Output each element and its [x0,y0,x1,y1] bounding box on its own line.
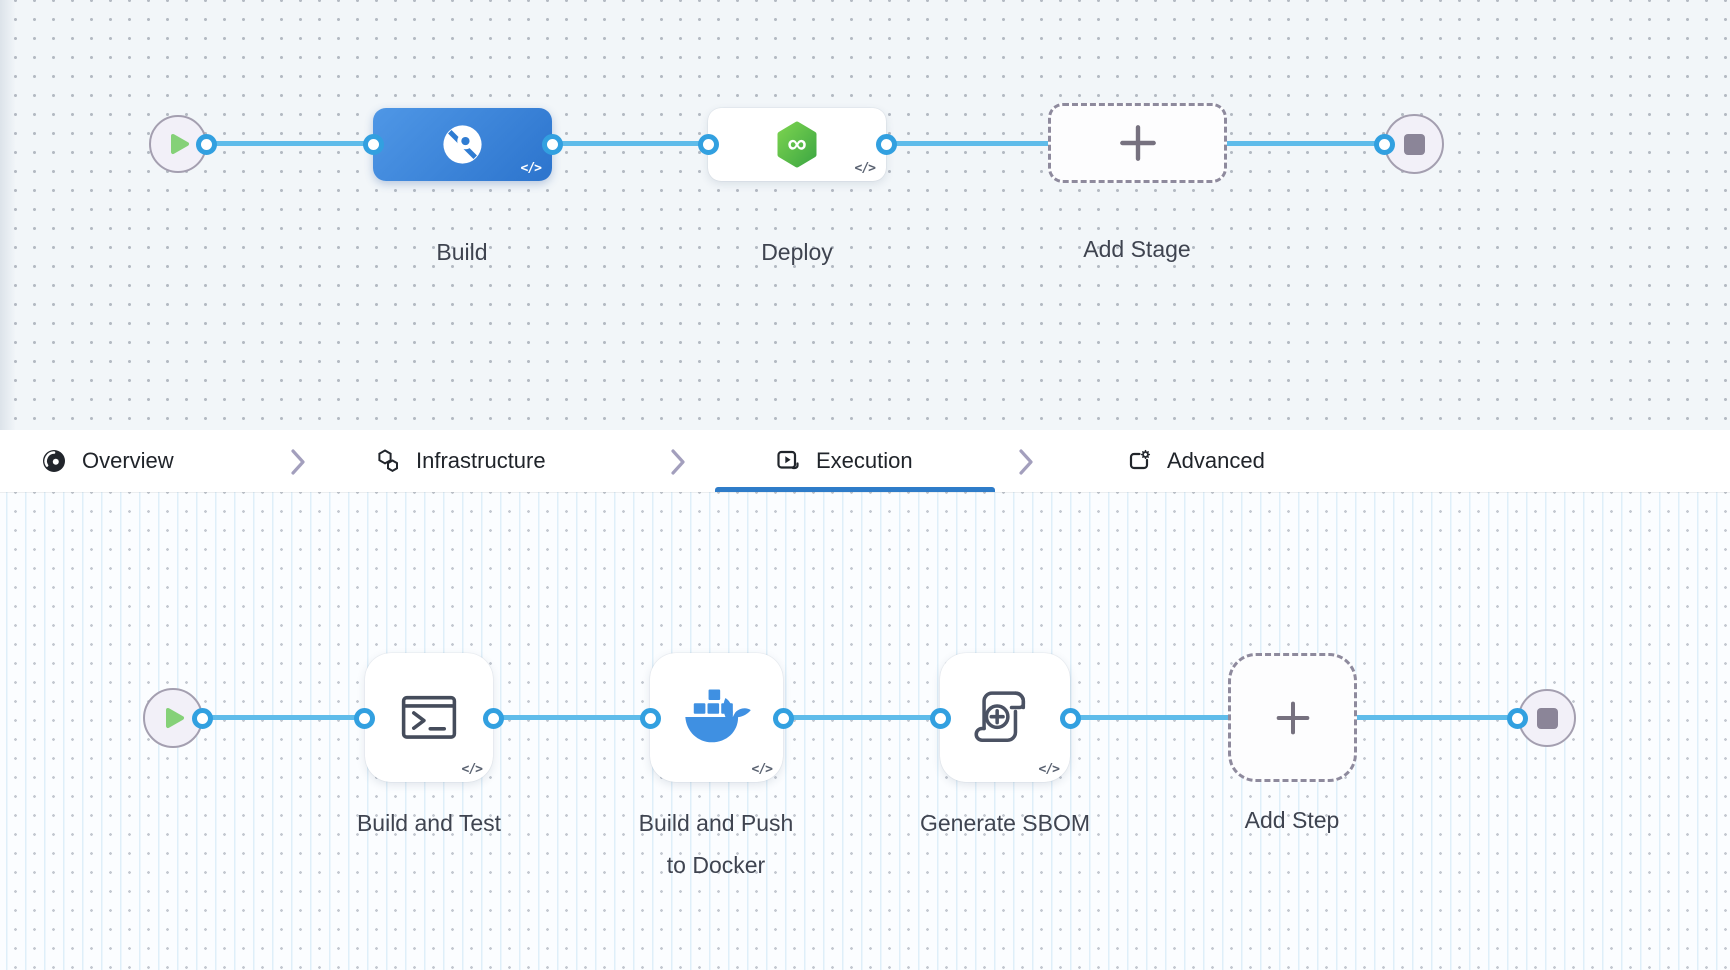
overview-icon [41,448,67,474]
connector-line [206,141,373,146]
port-start-out[interactable] [191,707,213,729]
add-step-button[interactable] [1228,653,1357,782]
port-build-out[interactable] [541,133,563,155]
plus-icon [1272,697,1314,739]
execution-icon [775,448,801,474]
yaml-code-badge: </> [854,161,877,176]
port-end-in[interactable] [1506,707,1528,729]
ci-camera-icon [439,121,486,168]
stage-node-build[interactable]: </> [373,108,552,181]
step-label-generate-sbom: Generate SBOM [919,810,1091,836]
tab-label: Advanced [1167,448,1265,473]
chevron-right-icon [668,447,688,477]
yaml-code-badge: </> [461,762,484,777]
tab-overview[interactable]: Overview [41,430,174,492]
step-label-add-step: Add Step [1244,807,1340,833]
tab-execution[interactable]: Execution [775,430,913,492]
execution-graph-canvas[interactable]: </> Build and Test </> Build and Push to… [0,492,1730,970]
play-icon [169,132,191,156]
add-stage-button[interactable] [1048,103,1227,183]
step-node-build-and-push-docker[interactable]: </> [650,653,783,782]
tab-label: Infrastructure [416,448,546,473]
connector-line [202,715,364,720]
port-start-out[interactable] [195,133,217,155]
cd-infinity-hexagon-icon: ∞ [771,119,823,171]
yaml-code-badge: </> [1038,762,1061,777]
tab-infrastructure[interactable]: Infrastructure [375,430,546,492]
pipeline-tab-bar: Overview Infrastructure Execution [0,430,1730,492]
port-docker-out[interactable] [772,707,794,729]
infinity-glyph: ∞ [787,128,806,158]
stop-icon [1536,707,1558,729]
play-icon [164,706,186,730]
step-label-build-and-push-docker: Build and Push to Docker [638,810,794,878]
tab-label: Execution [816,448,913,473]
port-sbom-in[interactable] [929,707,951,729]
docker-whale-icon [679,687,755,749]
connector-line [493,715,650,720]
step-node-generate-sbom[interactable]: </> [940,653,1070,782]
yaml-code-badge: </> [520,161,543,176]
stage-label-build: Build [436,239,488,265]
stage-node-deploy[interactable]: ∞ </> [708,108,886,181]
chevron-right-icon [288,447,308,477]
plus-icon [1115,120,1161,166]
port-docker-in[interactable] [639,707,661,729]
infrastructure-icon [375,448,401,474]
terminal-icon [396,685,462,751]
step-label-build-and-test: Build and Test [356,810,502,836]
stage-graph-canvas[interactable]: </> Build ∞ </> Deploy Add Stage [0,0,1730,430]
advanced-settings-icon [1126,448,1152,474]
yaml-code-badge: </> [751,762,774,777]
stage-label-add-stage: Add Stage [1083,236,1191,262]
execution-end-node [1518,689,1576,747]
step-node-build-and-test[interactable]: </> [365,653,493,782]
pipeline-start-node [149,115,207,173]
connector-line [552,141,708,146]
chevron-right-icon [1016,447,1036,477]
pipeline-end-node [1384,114,1444,174]
stop-icon [1403,133,1425,155]
stage-label-deploy: Deploy [761,239,833,265]
port-build-in[interactable] [362,133,384,155]
port-build-test-out[interactable] [482,707,504,729]
port-sbom-out[interactable] [1059,707,1081,729]
port-deploy-in[interactable] [697,133,719,155]
connector-line [783,715,940,720]
tab-advanced[interactable]: Advanced [1126,430,1265,492]
tab-label: Overview [82,448,174,473]
port-build-test-in[interactable] [353,707,375,729]
port-deploy-out[interactable] [875,133,897,155]
scroll-plus-icon [971,684,1039,752]
port-end-in[interactable] [1373,133,1395,155]
active-tab-underline [715,487,995,492]
